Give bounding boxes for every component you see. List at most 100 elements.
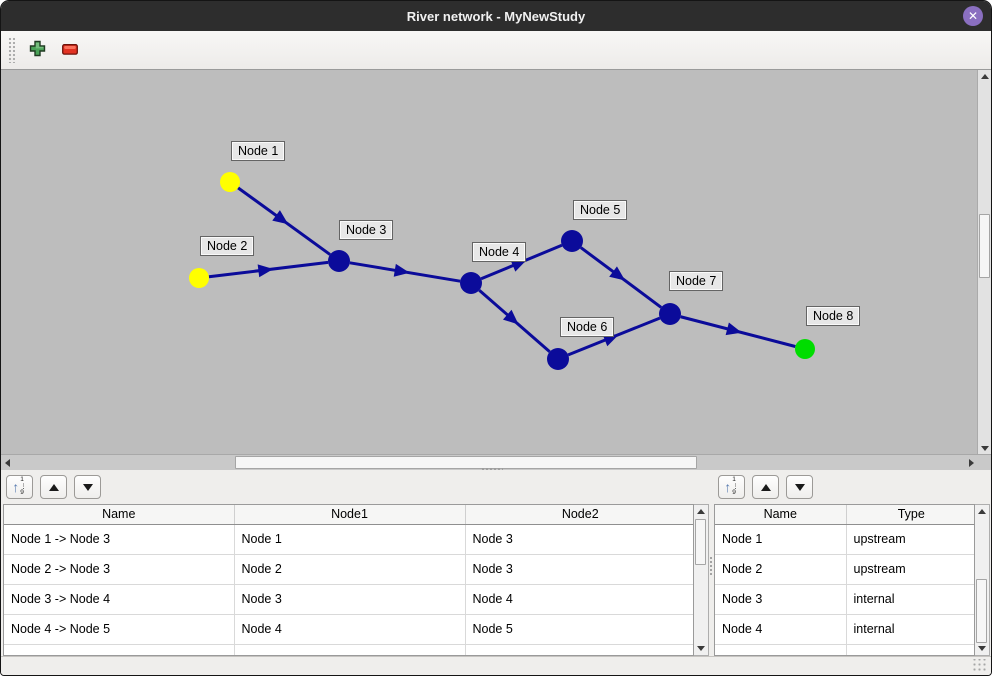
table-cell[interactable]: Node 3 bbox=[465, 554, 693, 585]
nodes-table-scrollbar[interactable] bbox=[975, 504, 990, 656]
column-header[interactable]: Name bbox=[4, 505, 235, 525]
table-cell[interactable]: internal bbox=[846, 614, 974, 645]
nodes-toolbar: ↑ 1⋮9 bbox=[713, 470, 991, 504]
node-label[interactable]: Node 7 bbox=[669, 271, 724, 291]
node-circle[interactable] bbox=[547, 348, 569, 370]
scroll-down-button[interactable] bbox=[978, 442, 991, 454]
table-cell[interactable]: Node 1 bbox=[715, 524, 847, 555]
triangle-down-icon bbox=[794, 483, 805, 491]
table-cell[interactable] bbox=[465, 644, 693, 655]
table-cell[interactable]: Node 2 bbox=[234, 554, 466, 585]
scroll-up-button[interactable] bbox=[975, 505, 989, 518]
scrollbar-thumb[interactable] bbox=[695, 519, 706, 565]
river-edge-arrow-icon bbox=[502, 309, 519, 325]
sort-button[interactable]: ↑ 1⋮9 bbox=[6, 475, 33, 499]
move-down-button[interactable] bbox=[786, 475, 813, 499]
network-canvas[interactable]: Node 1 Node 2 Node 3 Node 4 Node 5 Node 6 Node… bbox=[1, 70, 977, 454]
close-icon: ✕ bbox=[967, 9, 979, 23]
node-circle[interactable] bbox=[220, 172, 240, 192]
panel-splitter[interactable] bbox=[709, 470, 715, 656]
column-header[interactable]: Name bbox=[715, 505, 847, 525]
scrollbar-thumb[interactable] bbox=[235, 456, 697, 469]
node-label[interactable]: Node 3 bbox=[339, 220, 394, 240]
column-header[interactable]: Node2 bbox=[465, 505, 693, 525]
scroll-down-button[interactable] bbox=[694, 642, 708, 655]
table-cell[interactable]: Node 4 bbox=[465, 584, 693, 615]
table-cell[interactable]: upstream bbox=[846, 554, 974, 585]
triangle-down-icon bbox=[697, 646, 705, 651]
river-edge-arrow-icon bbox=[602, 334, 619, 347]
node-circle[interactable] bbox=[328, 250, 350, 272]
scroll-left-button[interactable] bbox=[1, 455, 13, 470]
node-label[interactable]: Node 4 bbox=[472, 242, 527, 262]
table-cell[interactable]: Node 4 -> Node 5 bbox=[4, 614, 235, 645]
move-down-button[interactable] bbox=[74, 475, 101, 499]
move-up-button[interactable] bbox=[40, 475, 67, 499]
table-cell[interactable]: Node 4 bbox=[234, 614, 466, 645]
resize-grip[interactable] bbox=[973, 659, 987, 672]
node-label[interactable]: Node 1 bbox=[231, 141, 286, 161]
links-table-scrollbar[interactable] bbox=[694, 504, 709, 656]
scrollbar-thumb[interactable] bbox=[979, 214, 990, 278]
scroll-down-button[interactable] bbox=[975, 642, 989, 655]
window-title: River network - MyNewStudy bbox=[406, 8, 586, 24]
table-cell[interactable] bbox=[234, 644, 466, 655]
table-cell[interactable] bbox=[846, 644, 974, 655]
canvas-horizontal-scrollbar[interactable] bbox=[1, 454, 991, 470]
scroll-right-button[interactable] bbox=[965, 455, 977, 470]
node-circle[interactable] bbox=[659, 303, 681, 325]
column-header[interactable]: Type bbox=[846, 505, 974, 525]
triangle-down-icon bbox=[980, 445, 989, 451]
table-cell[interactable]: Node 1 -> Node 3 bbox=[4, 524, 235, 555]
canvas-vertical-scrollbar[interactable] bbox=[977, 70, 991, 454]
node-circle[interactable] bbox=[561, 230, 583, 252]
table-cell[interactable]: Node 3 bbox=[465, 524, 693, 555]
table-cell[interactable]: upstream bbox=[846, 524, 974, 555]
node-label[interactable]: Node 5 bbox=[573, 200, 628, 220]
table-cell[interactable]: Node 5 bbox=[465, 614, 693, 645]
scroll-up-button[interactable] bbox=[694, 505, 708, 518]
table-cell[interactable] bbox=[4, 644, 235, 655]
splitter-handle-icon bbox=[709, 556, 715, 576]
table-cell[interactable]: Node 3 bbox=[234, 584, 466, 615]
table-cell[interactable] bbox=[715, 644, 847, 655]
node-label[interactable]: Node 2 bbox=[200, 236, 255, 256]
triangle-down-icon bbox=[978, 646, 986, 651]
toolbar-drag-handle[interactable] bbox=[8, 37, 15, 63]
remove-button[interactable] bbox=[58, 38, 82, 62]
table-cell[interactable]: Node 3 bbox=[715, 584, 847, 615]
sort-ascending-icon: ↑ 1⋮9 bbox=[12, 476, 27, 497]
node-label[interactable]: Node 8 bbox=[806, 306, 861, 326]
table-cell[interactable]: internal bbox=[846, 584, 974, 615]
table-cell[interactable]: Node 3 -> Node 4 bbox=[4, 584, 235, 615]
table-cell[interactable]: Node 2 bbox=[715, 554, 847, 585]
node-circle[interactable] bbox=[795, 339, 815, 359]
scrollbar-thumb[interactable] bbox=[976, 579, 987, 643]
sort-button[interactable]: ↑ 1⋮9 bbox=[718, 475, 745, 499]
titlebar[interactable]: River network - MyNewStudy ✕ bbox=[1, 1, 991, 31]
move-up-button[interactable] bbox=[752, 475, 779, 499]
column-header[interactable]: Node1 bbox=[234, 505, 466, 525]
scroll-up-button[interactable] bbox=[978, 70, 991, 82]
table-cell[interactable]: Node 2 -> Node 3 bbox=[4, 554, 235, 585]
river-edge-arrow-icon bbox=[257, 264, 274, 278]
node-circle[interactable] bbox=[189, 268, 209, 288]
table-cell[interactable]: Node 4 bbox=[715, 614, 847, 645]
add-button[interactable] bbox=[25, 38, 49, 62]
node-circle[interactable] bbox=[460, 272, 482, 294]
links-toolbar: ↑ 1⋮9 bbox=[1, 470, 711, 504]
table-cell[interactable]: Node 1 bbox=[234, 524, 466, 555]
canvas-splitter-handle-icon[interactable] bbox=[481, 467, 503, 472]
scrollbar-track[interactable] bbox=[13, 455, 965, 470]
node-label[interactable]: Node 6 bbox=[560, 317, 615, 337]
river-edge-arrow-icon bbox=[393, 263, 410, 277]
close-button[interactable]: ✕ bbox=[963, 6, 983, 26]
